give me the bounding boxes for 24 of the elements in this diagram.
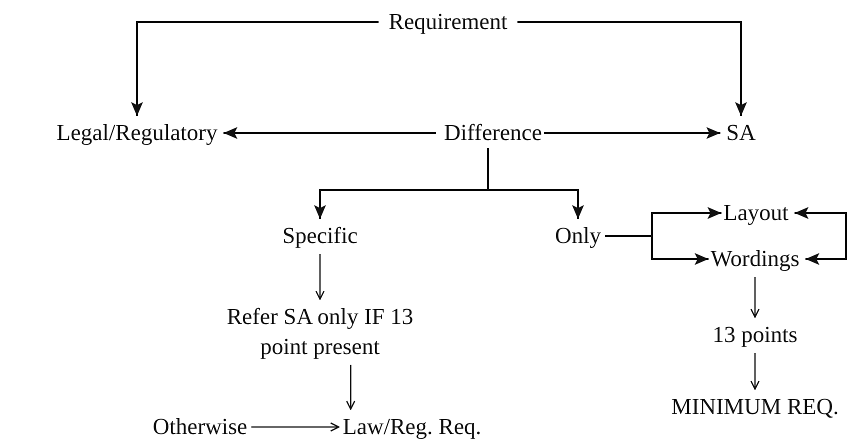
flow-text: Only (555, 221, 601, 251)
flow-text: Specific (282, 221, 358, 251)
arrow (544, 127, 720, 139)
flow-text: Wordings (710, 244, 800, 274)
flow-text: Refer SA only IF 13 point present (210, 302, 430, 362)
flow-text: SA (726, 118, 756, 148)
arrow (315, 254, 325, 300)
double-arrow (794, 207, 847, 265)
flow-text: 13 points (712, 320, 798, 350)
arrow (223, 127, 436, 139)
flow-text: Law/Reg. Req. (342, 412, 482, 442)
arrow (131, 21, 379, 116)
flow-text: Layout (723, 198, 789, 228)
flow-text: Legal/Regulatory (56, 118, 218, 148)
arrow (251, 422, 340, 432)
flow-text: MINIMUM REQ. (671, 392, 839, 422)
flow-text: Requirement (388, 7, 508, 37)
arrow (517, 21, 747, 116)
flow-text: Otherwise (152, 412, 248, 442)
flow-text: Difference (444, 118, 542, 148)
arrow (346, 364, 356, 410)
arrow (750, 276, 760, 318)
arrow (750, 352, 760, 390)
arrow (605, 235, 709, 265)
